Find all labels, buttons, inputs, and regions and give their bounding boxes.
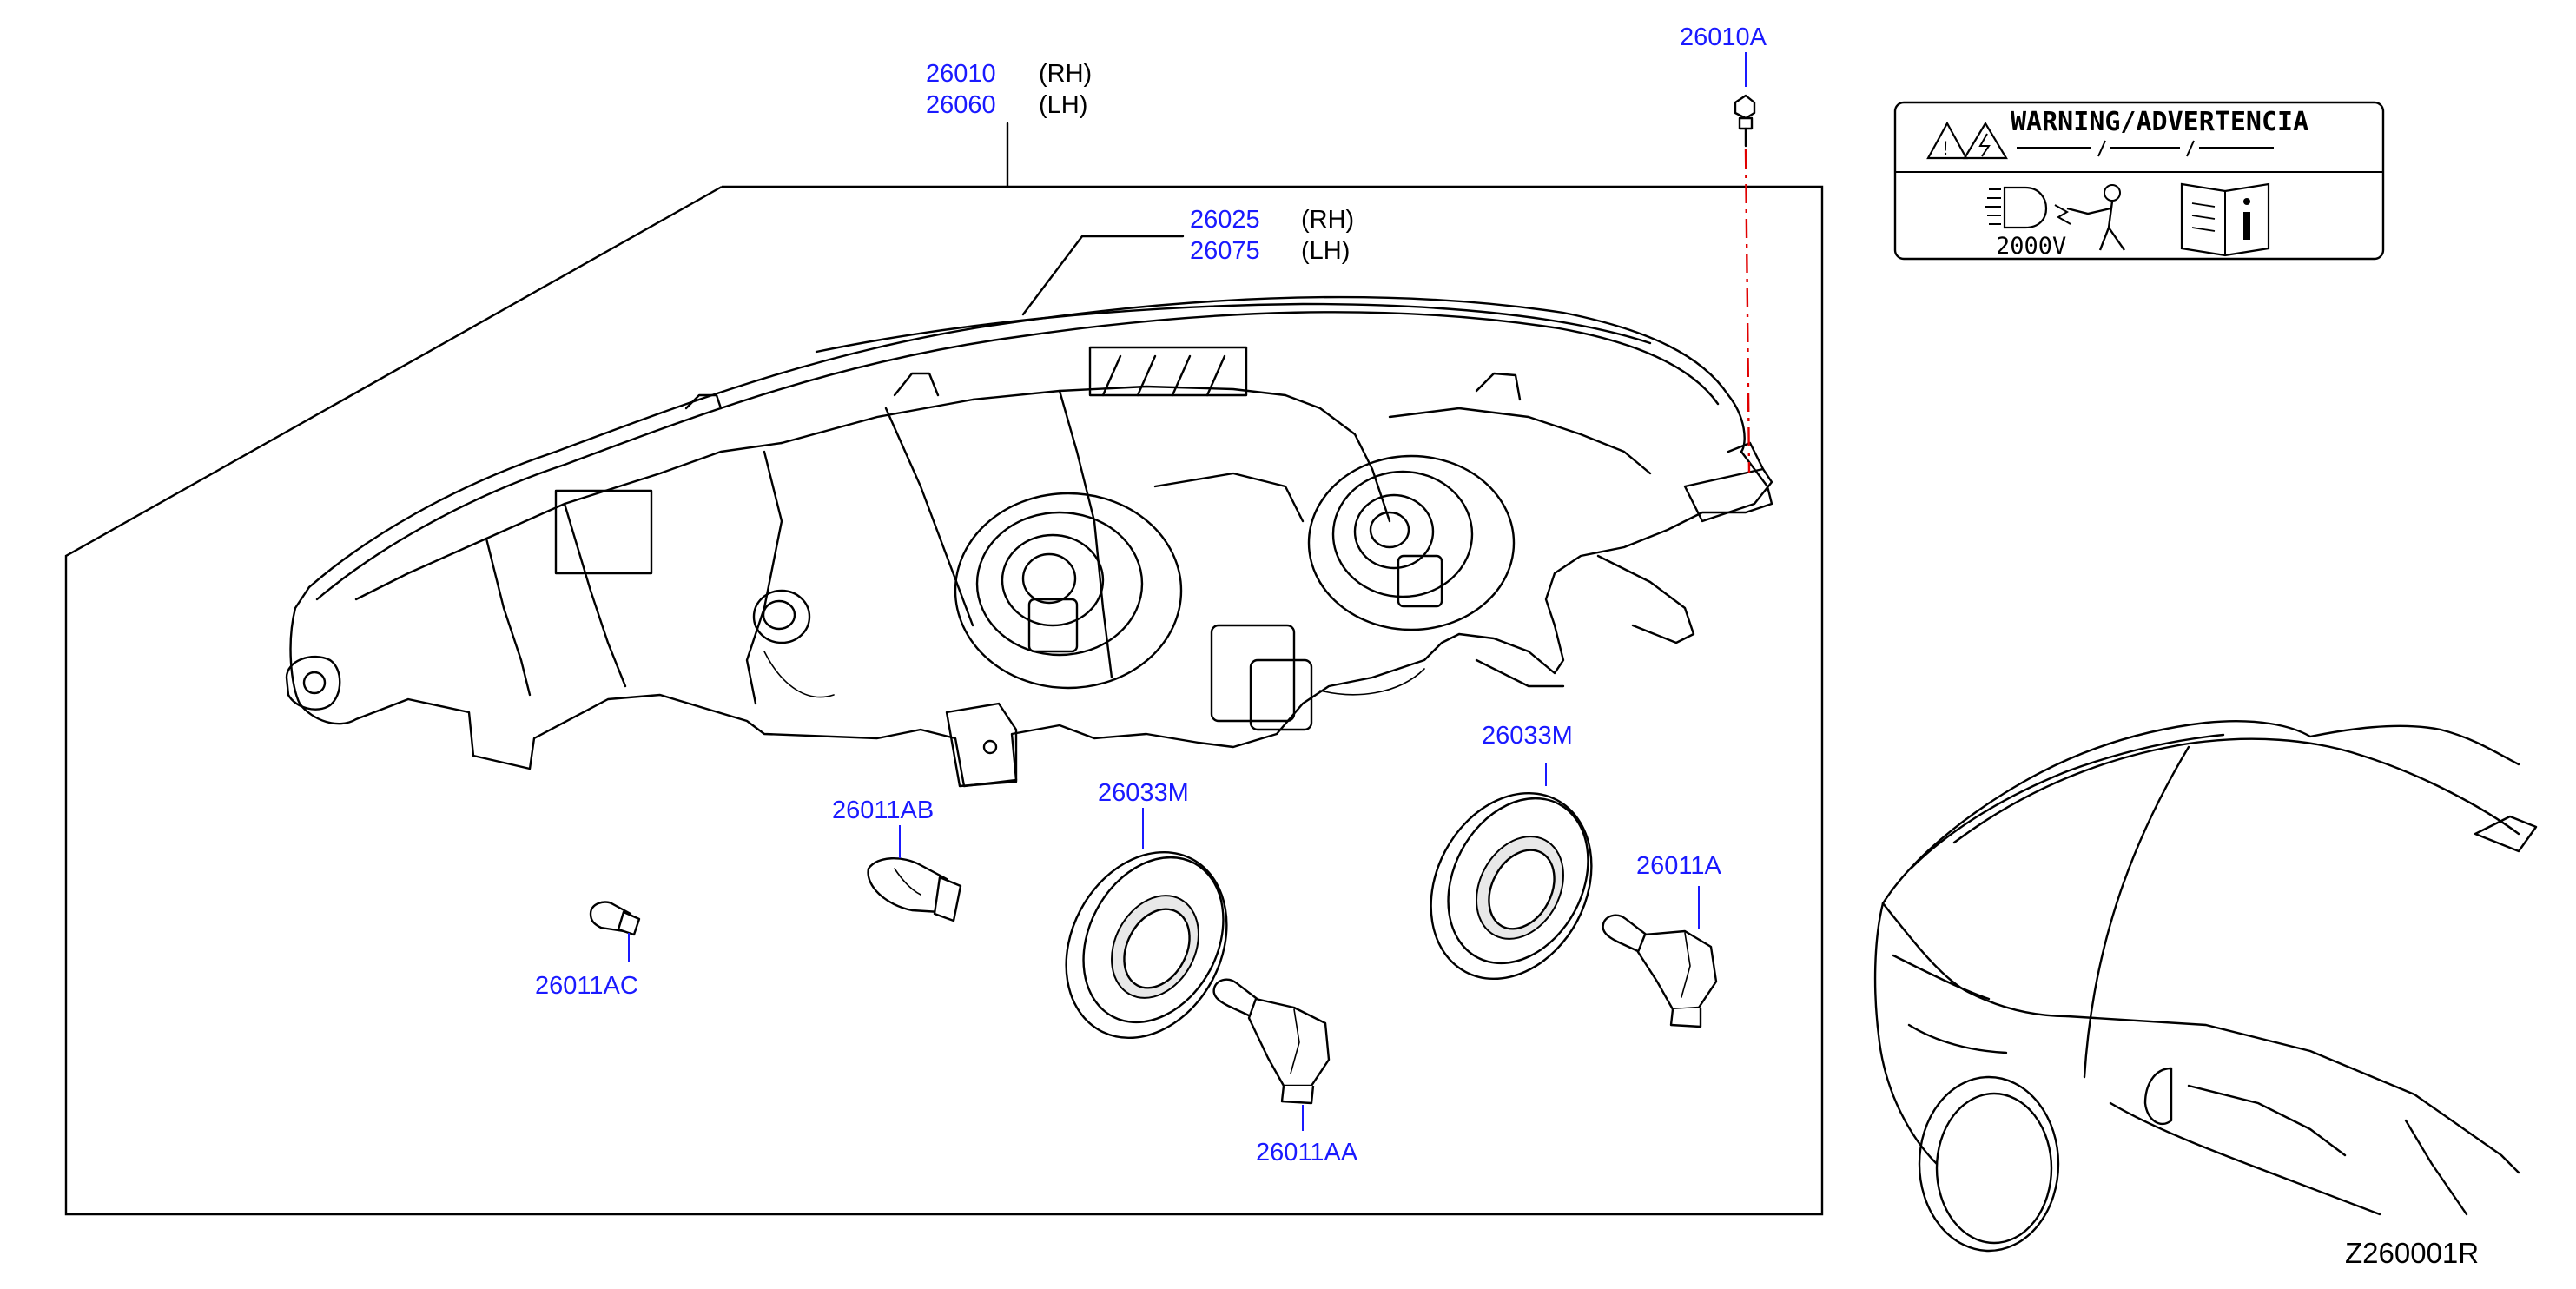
side-rh-26025: (RH) — [1301, 206, 1354, 234]
side-lh-26075: (LH) — [1301, 237, 1350, 265]
part-number-26011a: 26011A — [1636, 852, 1721, 880]
headlamp-housing — [285, 295, 1773, 788]
part-number-26010: 26010 — [926, 60, 996, 88]
part-number-26011ac: 26011AC — [535, 972, 638, 1000]
callout-bracket: 26025 (RH) 26075 (LH) — [1021, 206, 1354, 316]
parking-socket — [752, 589, 811, 644]
part-number-26011aa: 26011AA — [1256, 1139, 1358, 1167]
bulb-26011ac — [589, 901, 641, 962]
bulb-26011ab — [867, 825, 962, 922]
svg-text:!: ! — [1943, 137, 1948, 159]
socket-cap-right-26033m — [1430, 763, 1593, 981]
low-beam-socket — [954, 492, 1183, 690]
part-number-26010a: 26010A — [1680, 23, 1767, 51]
part-number-26011ab: 26011AB — [832, 797, 934, 824]
part-number-26075: 26075 — [1190, 237, 1260, 265]
callout-housing: 26010 (RH) 26060 (LH) — [926, 60, 1092, 188]
high-voltage-icon — [1963, 121, 2008, 160]
assembly-frame — [64, 185, 1824, 1216]
part-number-26025: 26025 — [1190, 206, 1260, 234]
part-number-26033m-left: 26033M — [1098, 779, 1189, 807]
adjusting-screw-26010a — [1734, 94, 1756, 474]
high-beam-socket — [1307, 454, 1516, 631]
voltage-text: 2000V — [1996, 233, 2066, 260]
bulb-26011aa — [1212, 978, 1331, 1131]
side-lh-26060: (LH) — [1039, 91, 1087, 119]
caution-icon: ! — [1926, 121, 1968, 160]
part-number-26060: 26060 — [926, 91, 996, 119]
side-rh-26010: (RH) — [1039, 60, 1092, 88]
warning-label: ! WARNING/ADVERTENCIA 2000V — [1893, 101, 2385, 261]
vehicle-front-view — [1873, 720, 2538, 1253]
headlamp-shock-icon — [1985, 184, 2125, 251]
callout-screw: 26010A — [1680, 23, 1767, 87]
blank-date-lines — [2017, 140, 2274, 157]
warning-title: WARNING/ADVERTENCIA — [2011, 107, 2308, 137]
manual-info-icon — [2180, 182, 2270, 257]
socket-cap-left-26033m — [1065, 808, 1228, 1040]
diagram-code: Z260001R — [2345, 1237, 2479, 1269]
part-number-26033m-right: 26033M — [1482, 722, 1573, 750]
bulb-26011a — [1602, 886, 1718, 1028]
